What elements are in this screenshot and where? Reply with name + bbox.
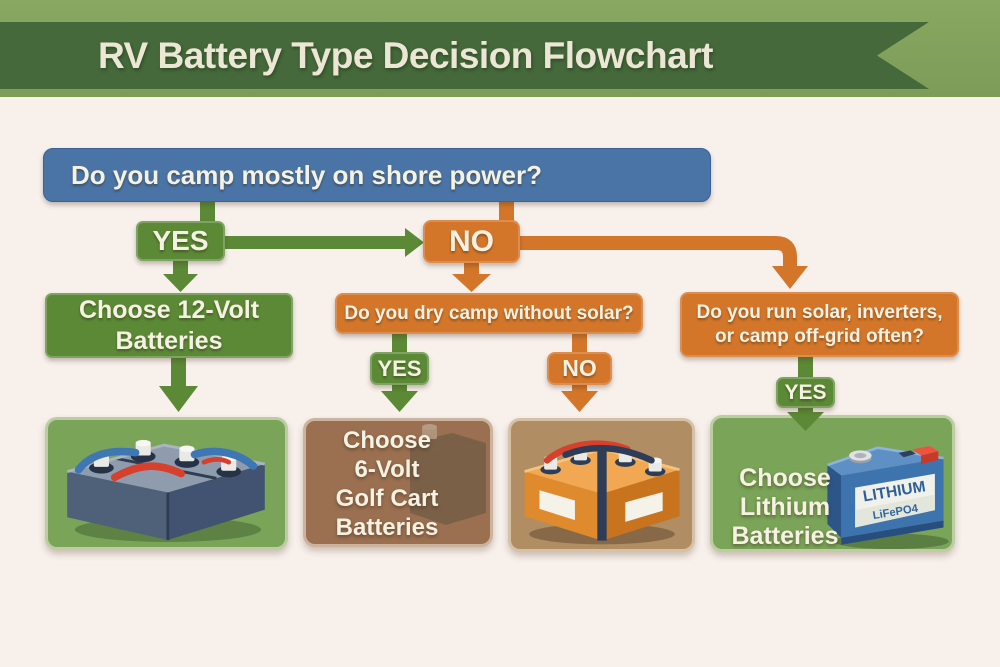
- outcome-lithium-line1: Choose: [739, 464, 831, 492]
- label-patch-left: [539, 490, 575, 521]
- arrow-yes-to-12v-head: [163, 274, 198, 292]
- connector-no-to-q3-elbow: [520, 236, 797, 267]
- panel-12-volt-batteries: [45, 417, 288, 550]
- branch-yes-solar: YES: [776, 377, 835, 408]
- branch-yes-shore: YES: [136, 221, 225, 261]
- title-ribbon: RV Battery Type Decision Flowchart: [0, 22, 929, 89]
- outcome-12v-line1: Choose 12-Volt: [78, 295, 260, 324]
- arrow-no-to-q3-head: [772, 266, 808, 289]
- six-volt-battery-illustration: [524, 440, 680, 545]
- panel-golf-cart: Choose 6-Volt Golf Cart Batteries: [303, 418, 493, 547]
- outcome-golf-line3: Golf Cart: [335, 485, 439, 512]
- connector-q3-to-yes: [798, 355, 813, 379]
- question-shore-power: Do you camp mostly on shore power?: [43, 148, 711, 202]
- navy-connector-block: [898, 450, 916, 458]
- question-solar-line1: Do you run solar, inverters,: [696, 301, 943, 323]
- red-terminal: [912, 446, 939, 465]
- arrow-no2-to-panel-head: [561, 391, 598, 412]
- question-solar-offgrid-text: Do you run solar, inverters, or camp off…: [682, 301, 957, 349]
- red-cable: [110, 462, 185, 482]
- navy-cable: [562, 444, 655, 464]
- red-jumper: [201, 456, 232, 465]
- outcome-12-volt-text: Choose 12-Volt Batteries: [47, 295, 291, 357]
- outcome-12v-line2: Batteries: [115, 326, 223, 355]
- question-solar-offgrid: Do you run solar, inverters, or camp off…: [680, 292, 959, 357]
- question-solar-line2: or camp off-grid often?: [715, 325, 924, 347]
- arrow-yes-to-no-head: [405, 228, 424, 257]
- arrow-yes2-to-panel-head: [381, 391, 418, 412]
- outcome-lithium-text: Choose Lithium Batteries: [715, 464, 855, 550]
- outcome-golf-line4: Batteries: [335, 514, 439, 541]
- twelve-volt-battery-illustration: [66, 439, 266, 542]
- outcome-12-volt-box: Choose 12-Volt Batteries: [45, 293, 293, 358]
- golf-cart-battery-ghost-illustration: [410, 424, 486, 525]
- arrow-12v-to-panel-head: [159, 386, 198, 412]
- blue-cable-right: [190, 447, 258, 470]
- outcome-lithium-line3: Batteries: [731, 522, 839, 550]
- silver-terminal: [849, 450, 872, 464]
- panel-lithium: LITHIUM LiFePO4 Choose Lithium Batteries: [710, 415, 955, 552]
- page-title: RV Battery Type Decision Flowchart: [98, 34, 713, 76]
- outcome-golf-line2: 6-Volt: [354, 456, 420, 483]
- branch-no-dry-camp: NO: [547, 352, 612, 385]
- outcome-golf-line1: Choose: [342, 427, 431, 454]
- lithium-battery-illustration: LITHIUM LiFePO4: [826, 446, 949, 549]
- branch-yes-dry-camp: YES: [370, 352, 429, 385]
- outcome-golf-cart-text: Choose 6-Volt Golf Cart Batteries: [312, 426, 462, 542]
- panel-six-volt-batteries: [508, 418, 695, 552]
- label-patch-right: [625, 492, 663, 522]
- question-dry-camp: Do you dry camp without solar?: [335, 293, 643, 334]
- blue-cable-left: [74, 447, 140, 474]
- connector-yes-to-no-shaft: [225, 236, 407, 249]
- connector-12v-to-panel-shaft: [171, 356, 186, 389]
- connector-yes-to-12v-shaft: [173, 259, 188, 276]
- branch-no-shore: NO: [423, 220, 520, 263]
- outcome-lithium-line2: Lithium: [739, 493, 831, 521]
- arrow-no-to-q2-head: [452, 274, 491, 292]
